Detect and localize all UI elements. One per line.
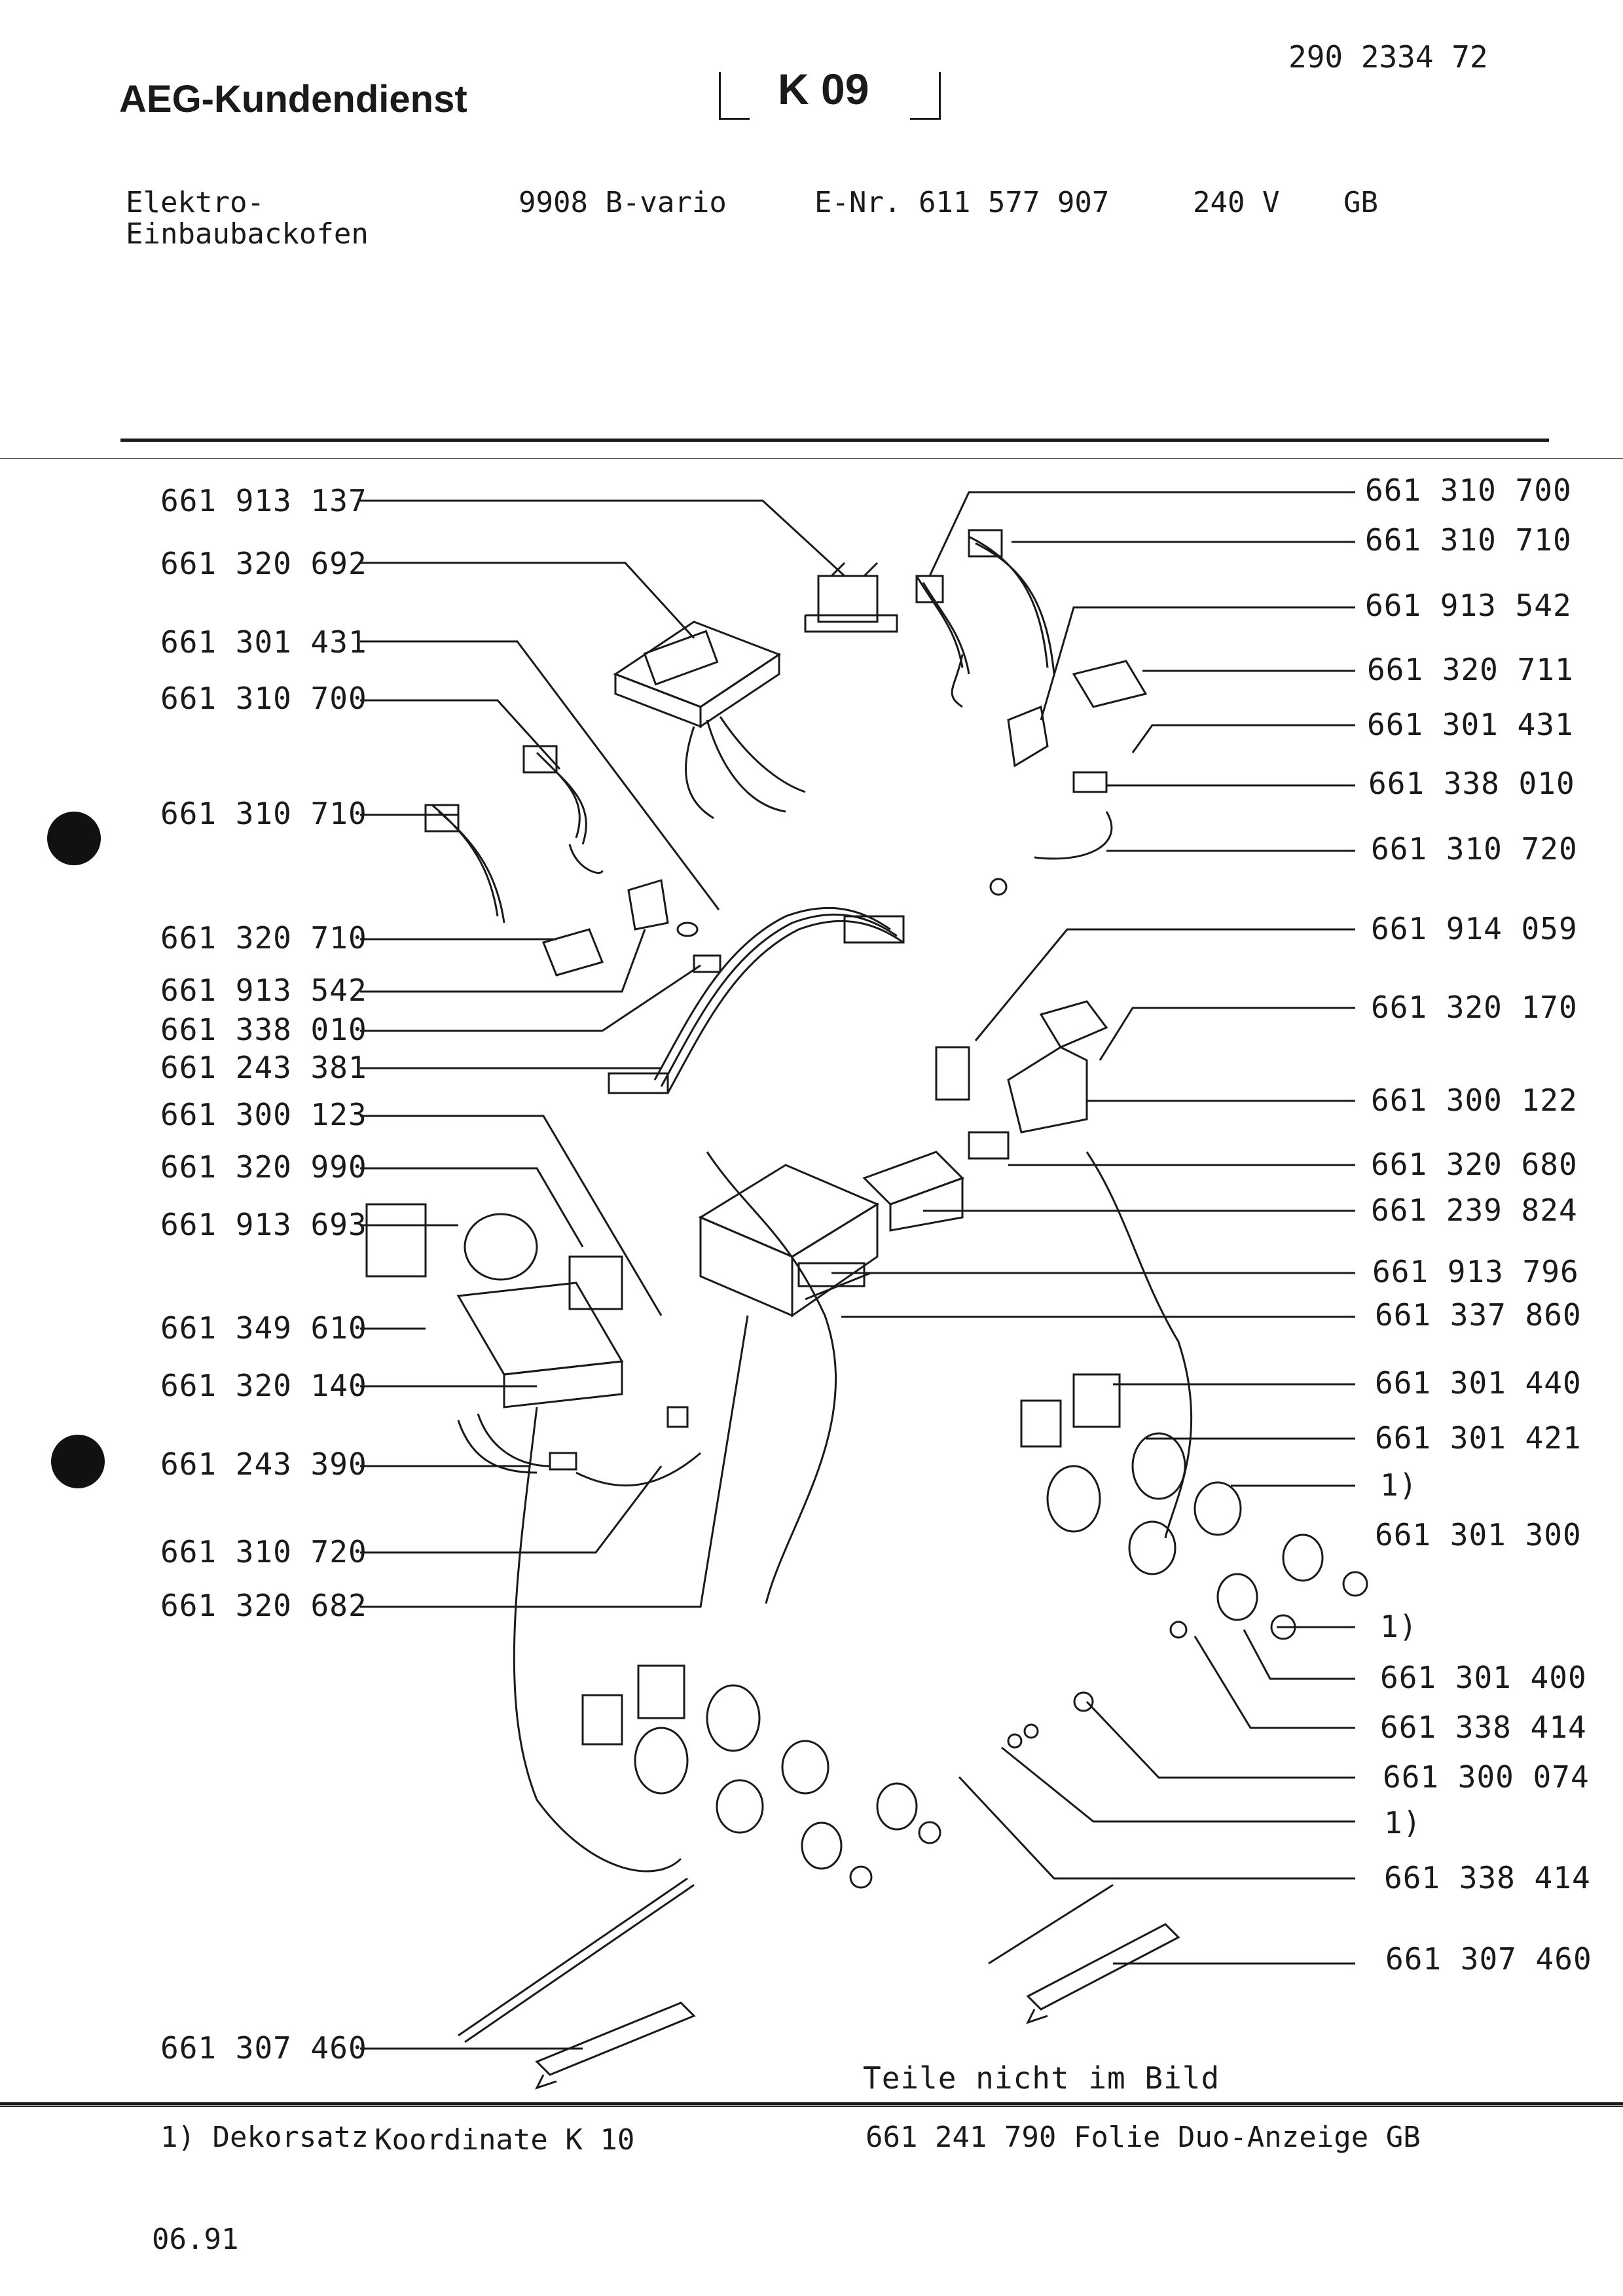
part-number-left: 661 349 610 [160,1310,367,1346]
footnote-reference: Koordinate K 10 [374,2123,635,2157]
part-number-left: 661 310 710 [160,796,367,831]
part-number-right: 661 913 796 [1372,1254,1579,1289]
transformer [804,562,898,633]
punch-hole-top [47,812,101,865]
parts-not-shown-heading: Teile nicht im Bild [863,2060,1220,2096]
header-rule-thin [0,458,1623,459]
part-number-right: 661 913 542 [1365,588,1572,623]
leader-lines-left [360,499,846,2050]
part-number-left: 661 320 140 [160,1368,367,1403]
control-knobs-right [1020,1373,1368,1640]
part-number-right: 661 338 414 [1380,1710,1587,1745]
part-number-right: 661 301 431 [1367,707,1574,742]
extra-part-listing: 661 241 790 Folie Duo-Anzeige GB [866,2121,1421,2154]
part-number-right: 661 307 460 [1385,1941,1592,1977]
switch-block-left [541,879,721,977]
control-switch-left [365,1203,624,1408]
part-number-left: 661 301 431 [160,624,367,660]
document-number: 290 2334 72 [1288,39,1488,75]
appliance-e-nr: E-Nr. 611 577 907 [814,186,1110,219]
part-number-right: 661 338 010 [1368,766,1575,801]
part-number-right: 661 338 414 [1384,1860,1591,1895]
wiring-left [457,1406,701,1487]
part-number-right: 661 310 700 [1365,473,1572,508]
part-number-left: 661 307 460 [160,2030,367,2066]
part-number-right: 661 301 421 [1375,1420,1582,1456]
footnote-text: 1) Dekorsatz [160,2121,369,2154]
cable-harness-left [424,745,604,924]
appliance-country: GB [1343,186,1378,219]
part-number-right: 661 300 122 [1371,1083,1578,1118]
part-number-right: 661 320 711 [1367,652,1574,687]
part-number-left: 661 320 692 [160,546,367,581]
appliance-voltage: 240 V [1193,186,1280,219]
part-number-left: 661 913 542 [160,973,367,1008]
element-rail-right [1026,1923,1180,2024]
switch-block-right [989,660,1148,896]
sheet-bracket-right [910,72,941,120]
issue-date: 06.91 [152,2223,239,2256]
part-number-left: 661 338 010 [160,1012,367,1047]
footnote-marker: 1) [1384,1805,1422,1840]
part-number-left: 661 310 720 [160,1534,367,1570]
part-number-left: 661 310 700 [160,681,367,716]
part-number-left: 661 300 123 [160,1097,367,1132]
part-number-right: 661 320 680 [1371,1147,1578,1182]
brand-title: AEG-Kundendienst [119,78,467,120]
part-number-right: 661 239 824 [1371,1193,1578,1228]
notes-rule [0,2102,1623,2105]
part-number-right: 661 320 170 [1371,990,1578,1025]
part-number-left: 661 913 137 [160,483,367,518]
part-number-right: 661 301 440 [1375,1365,1582,1401]
punch-hole-bottom [51,1435,105,1488]
appliance-model: 9908 B-vario [519,186,727,219]
cable-harness-upper-right [915,529,1055,708]
leader-lines-right [831,491,1355,1965]
appliance-type-line1: Elektro- [126,186,264,219]
sheet-code: K 09 [778,65,869,113]
main-harness [608,906,905,1094]
header-rule [120,439,1549,442]
part-number-left: 661 913 693 [160,1207,367,1242]
element-rail-left [535,2001,696,2090]
probe-cable [458,1151,1193,2043]
sheet-bracket-left [719,72,750,120]
display-panel [698,1164,880,1318]
part-number-left: 661 320 682 [160,1588,367,1623]
part-number-right: 661 337 860 [1375,1297,1582,1333]
part-number-right: 661 310 710 [1365,522,1572,558]
part-number-right: 661 301 300 [1375,1517,1582,1552]
electronic-module [613,620,806,819]
appliance-type-line2: Einbaubackofen [126,217,369,251]
control-knobs-bottom [581,1664,1094,1889]
part-number-right: 661 914 059 [1371,911,1578,946]
part-number-left: 661 243 381 [160,1050,367,1085]
part-number-right: 661 300 074 [1383,1759,1590,1795]
part-number-left: 661 243 390 [160,1446,367,1482]
part-number-left: 661 320 710 [160,920,367,956]
relay-boards [862,1000,1108,1232]
footnote-marker: 1) [1380,1467,1418,1503]
footnote-marker: 1) [1380,1609,1418,1644]
part-number-right: 661 310 720 [1371,831,1578,867]
part-number-right: 661 301 400 [1380,1660,1587,1695]
part-number-left: 661 320 990 [160,1149,367,1185]
